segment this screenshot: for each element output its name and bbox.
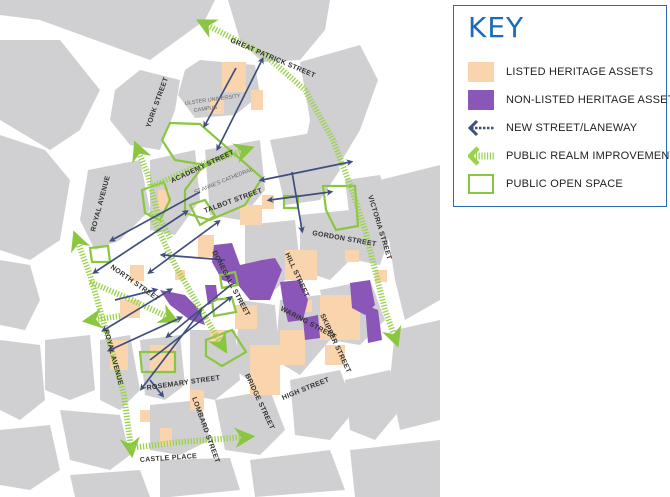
new-streets-laneways: [92, 56, 354, 398]
key-label-nonlisted: NON-LISTED HERITAGE ASSETS: [506, 94, 670, 106]
key-label-open-space: PUBLIC OPEN SPACE: [506, 178, 623, 190]
key-item-nonlisted: NON-LISTED HERITAGE ASSETS: [468, 90, 670, 112]
label-campus: CAMPUS: [193, 105, 217, 114]
city-map: GREAT PATRICK STREET YORK STREET ULSTER …: [0, 0, 440, 497]
key-item-new-street: NEW STREET/LANEWAY: [468, 118, 664, 140]
key-label-public-realm: PUBLIC REALM IMPROVEMENTS: [506, 150, 670, 162]
key-item-listed: LISTED HERITAGE ASSETS: [468, 62, 664, 84]
open-space-swatch: [468, 174, 494, 194]
key-item-public-realm: PUBLIC REALM IMPROVEMENTS: [468, 146, 670, 168]
dotted-arrow-icon: [468, 146, 494, 166]
key-item-open-space: PUBLIC OPEN SPACE: [468, 174, 664, 196]
key-label-new-street: NEW STREET/LANEWAY: [506, 122, 638, 134]
key-label-listed: LISTED HERITAGE ASSETS: [506, 66, 654, 78]
nonlisted-heritage-swatch: [468, 90, 494, 110]
listed-heritage-swatch: [468, 62, 494, 82]
double-arrow-icon: [468, 119, 494, 137]
map-key: KEY LISTED HERITAGE ASSETS NON-LISTED HE…: [453, 5, 670, 207]
street-label-castle-place: CASTLE PLACE: [140, 453, 198, 464]
key-title: KEY: [468, 11, 525, 44]
